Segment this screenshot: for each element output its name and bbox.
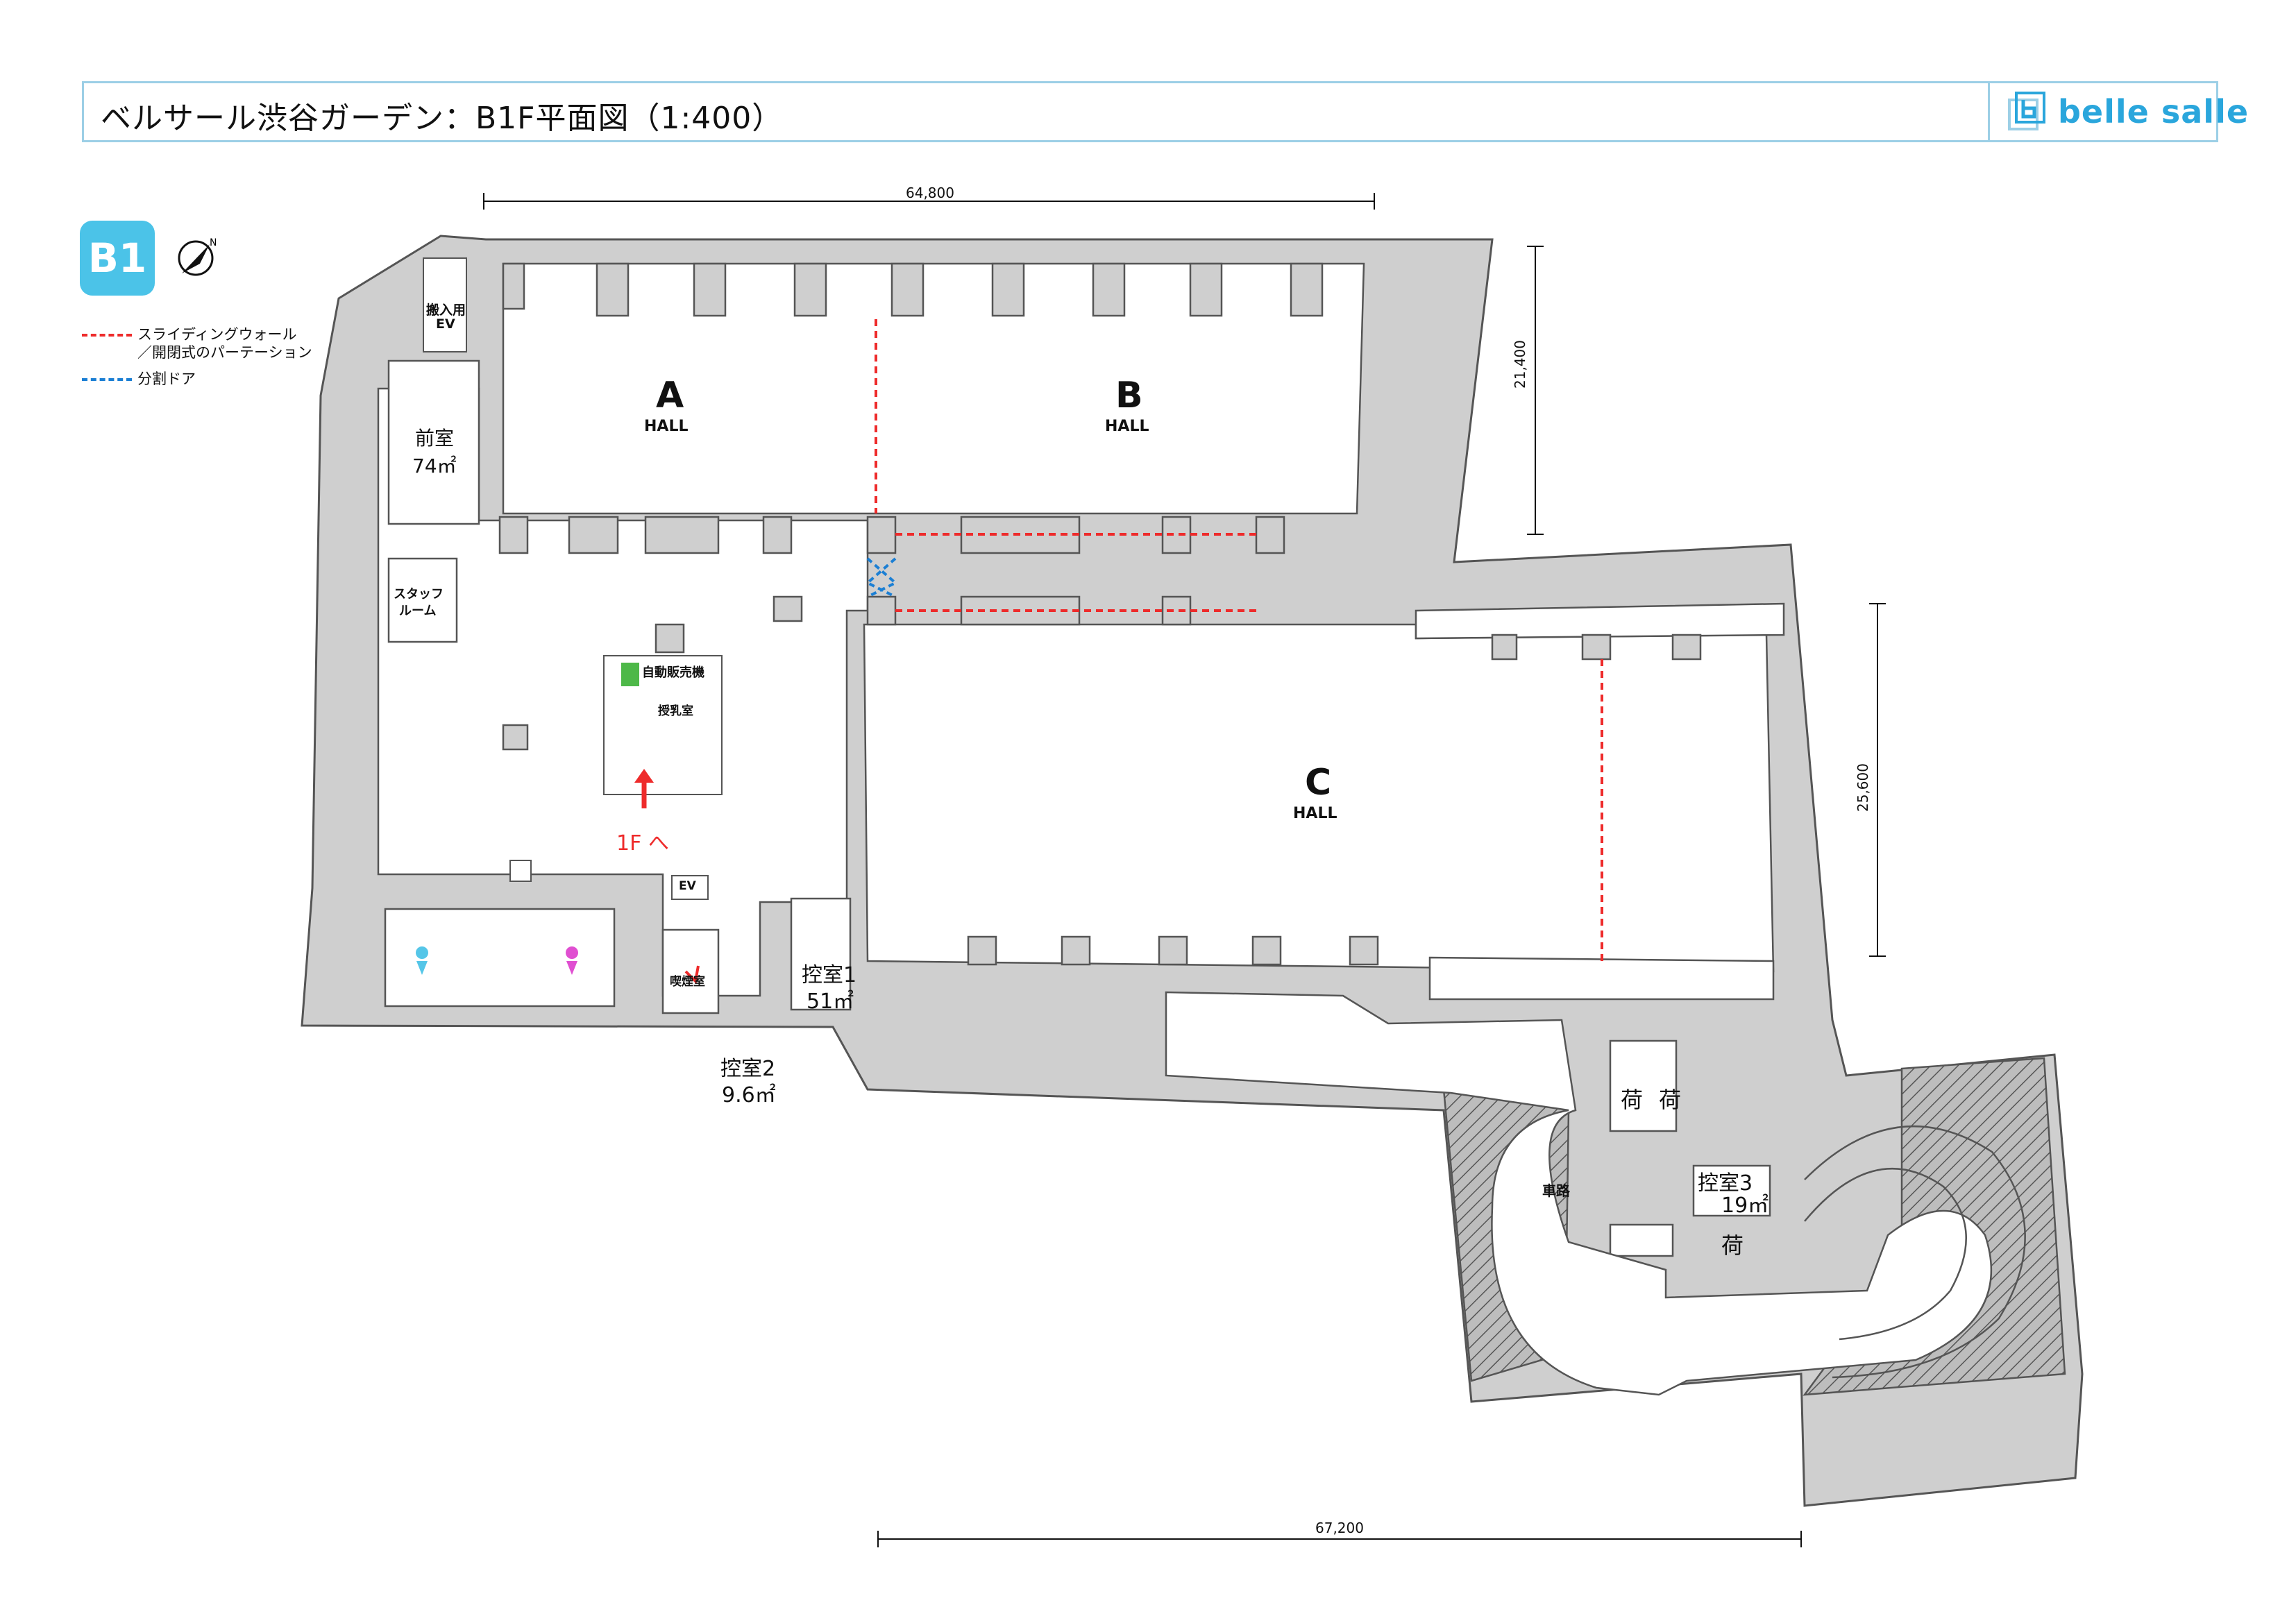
ev-label: EV — [679, 879, 696, 893]
staff-room-line1: スタッフ — [394, 587, 444, 602]
dimension-lines — [483, 193, 1886, 1547]
staff-room-line2: ルーム — [399, 604, 437, 618]
dimension-top: 64,800 — [906, 185, 954, 201]
mens-toilet-icon — [416, 946, 428, 959]
cargo-ev-sub: EV — [436, 316, 455, 332]
dimension-right-lower: 25,600 — [1855, 763, 1871, 812]
hall-c-letter: C — [1305, 762, 1332, 804]
cargo-label-2: 荷 — [1659, 1087, 1682, 1113]
smoking-icon — [684, 965, 700, 985]
cargo-label-3: 荷 — [1721, 1232, 1744, 1259]
anteroom-area: 74㎡ — [412, 454, 457, 477]
waiting1-area: 51㎡ — [807, 989, 854, 1014]
vending-label: 自動販売機 — [642, 665, 704, 680]
roadway-label: 車路 — [1542, 1182, 1570, 1199]
waiting2-name: 控室2 — [720, 1057, 776, 1081]
legend-item-sliding-wall: スライディングウォール — [82, 326, 312, 344]
legend-label-partition: ／開閉式のパーテーション — [137, 344, 312, 361]
waiting1-name: 控室1 — [802, 963, 857, 987]
ev-box — [671, 875, 709, 900]
legend-label-sliding-wall: スライディングウォール — [137, 326, 297, 343]
sliding-walls — [875, 319, 1603, 965]
floor-badge: B1 — [80, 221, 155, 296]
waiting2-area: 9.6㎡ — [722, 1083, 776, 1107]
hall-a-sub: HALL — [644, 418, 689, 435]
split-door-swatch — [82, 378, 132, 381]
hall-b-sub: HALL — [1105, 418, 1149, 435]
legend-item-split-door: 分割ドア — [82, 371, 312, 389]
split-door — [865, 557, 898, 598]
to-1f-label: 1F へ — [616, 831, 669, 856]
waiting3-name: 控室3 — [1698, 1171, 1753, 1196]
dimension-right-upper: 21,400 — [1512, 340, 1528, 389]
driveway — [1165, 991, 2026, 1396]
wheelchair-icon — [509, 860, 532, 882]
nursing-label: 授乳室 — [658, 704, 693, 718]
brand-name: belle salle — [2058, 93, 2249, 130]
page-title: ベルサール渋谷ガーデン：B1F平面図（1:400） — [101, 101, 784, 136]
hall-b-letter: B — [1115, 375, 1143, 416]
sliding-wall-swatch — [82, 334, 132, 337]
anteroom-name: 前室 — [415, 427, 455, 450]
compass-label: N — [210, 237, 217, 248]
legend-label-split-door: 分割ドア — [137, 371, 196, 387]
legend: スライディングウォール ／開閉式のパーテーション 分割ドア — [82, 326, 312, 389]
cargo-label-1: 荷 — [1621, 1087, 1644, 1113]
waiting3-area: 19㎡ — [1721, 1193, 1769, 1218]
arrow-to-1f — [634, 769, 654, 808]
brand-logo: belle salle — [1988, 83, 2248, 140]
belle-salle-logo-icon — [2008, 92, 2045, 130]
cargo-ev-label: 搬入用 — [426, 303, 466, 318]
smoking-label: 喫煙室 — [670, 975, 705, 989]
hall-c-sub: HALL — [1293, 805, 1337, 822]
hall-a-letter: A — [656, 375, 684, 416]
dimension-bottom: 67,200 — [1315, 1520, 1364, 1536]
header-bar: ベルサール渋谷ガーデン：B1F平面図（1:400） belle salle — [82, 81, 2248, 142]
north-arrow-icon: N — [178, 237, 217, 276]
interior-spaces — [377, 262, 1785, 1257]
womens-toilet-icon — [566, 946, 578, 959]
vending-machine-icon — [621, 663, 639, 686]
